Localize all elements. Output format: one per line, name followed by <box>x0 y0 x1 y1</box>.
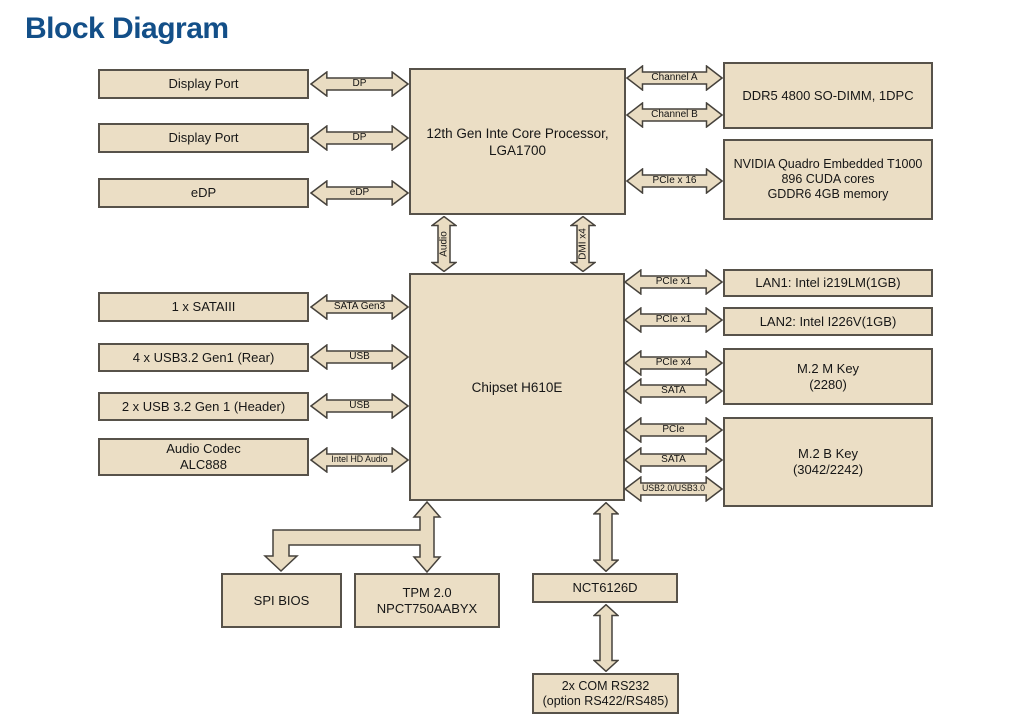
arrow-label: eDP <box>349 186 370 198</box>
arrow-intel-hd-audio: Intel HD Audio <box>310 447 409 473</box>
arrow-chipset-to-nct6126d <box>593 502 619 572</box>
arrow-nct6126d-to-com <box>593 604 619 672</box>
block-label: 12th Gen Inte Core Processor, <box>426 125 609 141</box>
arrow-label: PCIe x1 <box>655 313 692 325</box>
block-usb-header: 2 x USB 3.2 Gen 1 (Header) <box>98 392 309 421</box>
block-label: M.2 M Key <box>796 360 860 376</box>
arrow-channel-a: Channel A <box>626 65 723 91</box>
block-label: (3042/2242) <box>792 462 864 477</box>
arrow-pcie-x1-lan2: PCIe x1 <box>624 307 723 333</box>
arrow-label: USB <box>349 350 370 362</box>
arrow-label: PCIe x1 <box>655 275 692 287</box>
block-lan1: LAN1: Intel i219LM(1GB) <box>723 269 933 297</box>
arrow-chipset-to-tpm-and-spi-bios <box>260 500 450 575</box>
arrow-dmi-x4: DMI x4 <box>570 216 596 272</box>
block-com: 2x COM RS232 (option RS422/RS485) <box>532 673 679 714</box>
block-label: 1 x SATAIII <box>171 299 236 314</box>
block-m2-m-key: M.2 M Key (2280) <box>723 348 933 405</box>
arrow-label: Channel B <box>651 108 698 120</box>
arrow-label: SATA <box>661 384 686 396</box>
block-label: LAN2: Intel I226V(1GB) <box>759 313 897 329</box>
arrow-label: PCIe x4 <box>655 356 692 368</box>
block-display-port-1: Display Port <box>98 69 309 99</box>
block-label: LAN1: Intel i219LM(1GB) <box>755 275 901 290</box>
block-label: 2 x USB 3.2 Gen 1 (Header) <box>121 398 286 414</box>
double-arrow-icon <box>593 604 619 672</box>
arrow-label: SATA <box>661 453 686 465</box>
block-label: (option RS422/RS485) <box>542 693 669 708</box>
block-spi-bios: SPI BIOS <box>221 573 342 628</box>
arrow-label: Audio <box>438 231 450 257</box>
arrow-pcie-x1-lan1: PCIe x1 <box>624 269 723 295</box>
block-label: eDP <box>190 185 217 200</box>
block-sata3: 1 x SATAIII <box>98 292 309 322</box>
arrow-usb-header: USB <box>310 393 409 419</box>
block-label: 4 x USB3.2 Gen1 (Rear) <box>132 349 275 365</box>
arrow-label: PCIe x 16 <box>652 174 697 186</box>
arrow-pcie-m2b: PCIe <box>624 417 723 443</box>
block-label: DDR5 4800 SO-DIMM, 1DPC <box>742 87 914 103</box>
block-label: NCT6126D <box>572 580 638 595</box>
arrow-sata-m2b: SATA <box>624 447 723 473</box>
arrow-audio: Audio <box>431 216 457 272</box>
block-label: 896 CUDA cores <box>781 172 875 186</box>
branch-arrow-icon <box>260 500 450 575</box>
block-label: Display Port <box>168 130 239 145</box>
block-display-port-2: Display Port <box>98 123 309 153</box>
block-usb-rear: 4 x USB3.2 Gen1 (Rear) <box>98 343 309 372</box>
block-chipset: Chipset H610E <box>409 273 625 501</box>
block-gpu: NVIDIA Quadro Embedded T1000 896 CUDA co… <box>723 139 933 220</box>
block-label: GDDR6 4GB memory <box>767 187 889 201</box>
block-label: NPCT750AABYX <box>376 600 478 616</box>
arrow-sata-m2m: SATA <box>624 378 723 404</box>
arrow-label: PCIe <box>662 423 685 435</box>
arrow-dp-2: DP <box>310 125 409 151</box>
block-label: Audio Codec <box>166 441 241 456</box>
block-label: TPM 2.0 <box>402 584 452 600</box>
arrow-edp: eDP <box>310 180 409 206</box>
arrow-usb2-usb3-m2b: USB2.0/USB3.0 <box>624 476 723 502</box>
block-processor: 12th Gen Inte Core Processor, LGA1700 <box>409 68 626 215</box>
block-ddr5: DDR5 4800 SO-DIMM, 1DPC <box>723 62 933 129</box>
arrow-pcie-x16: PCIe x 16 <box>626 168 723 194</box>
arrow-channel-b: Channel B <box>626 102 723 128</box>
arrow-label: Intel HD Audio <box>331 453 388 464</box>
arrow-label: SATA Gen3 <box>333 300 386 312</box>
block-label: SPI BIOS <box>253 592 310 608</box>
arrow-label: Channel A <box>651 71 698 83</box>
block-label: M.2 B Key <box>798 446 858 461</box>
block-label: ALC888 <box>180 457 227 472</box>
arrow-label: USB2.0/USB3.0 <box>641 482 706 493</box>
block-tpm: TPM 2.0 NPCT750AABYX <box>354 573 500 628</box>
arrow-pcie-x4: PCIe x4 <box>624 350 723 376</box>
block-label: Display Port <box>168 76 239 91</box>
block-label: NVIDIA Quadro Embedded T1000 <box>733 157 923 171</box>
block-label: LGA1700 <box>488 142 547 158</box>
arrow-label: DP <box>352 77 367 89</box>
block-label: 2x COM RS232 <box>561 678 650 693</box>
block-lan2: LAN2: Intel I226V(1GB) <box>723 307 933 336</box>
block-label: (2280) <box>809 376 847 392</box>
arrow-sata-gen3: SATA Gen3 <box>310 294 409 320</box>
block-m2-b-key: M.2 B Key (3042/2242) <box>723 417 933 507</box>
block-label: Chipset H610E <box>471 379 563 395</box>
page-title: Block Diagram <box>25 12 229 45</box>
block-audio-codec: Audio Codec ALC888 <box>98 438 309 476</box>
block-edp: eDP <box>98 178 309 208</box>
arrow-usb-rear: USB <box>310 344 409 370</box>
block-super-io: NCT6126D <box>532 573 678 603</box>
arrow-label: DP <box>352 131 367 143</box>
arrow-dp-1: DP <box>310 71 409 97</box>
arrow-label: DMI x4 <box>577 228 589 260</box>
double-arrow-icon <box>593 502 619 572</box>
arrow-label: USB <box>349 399 370 411</box>
